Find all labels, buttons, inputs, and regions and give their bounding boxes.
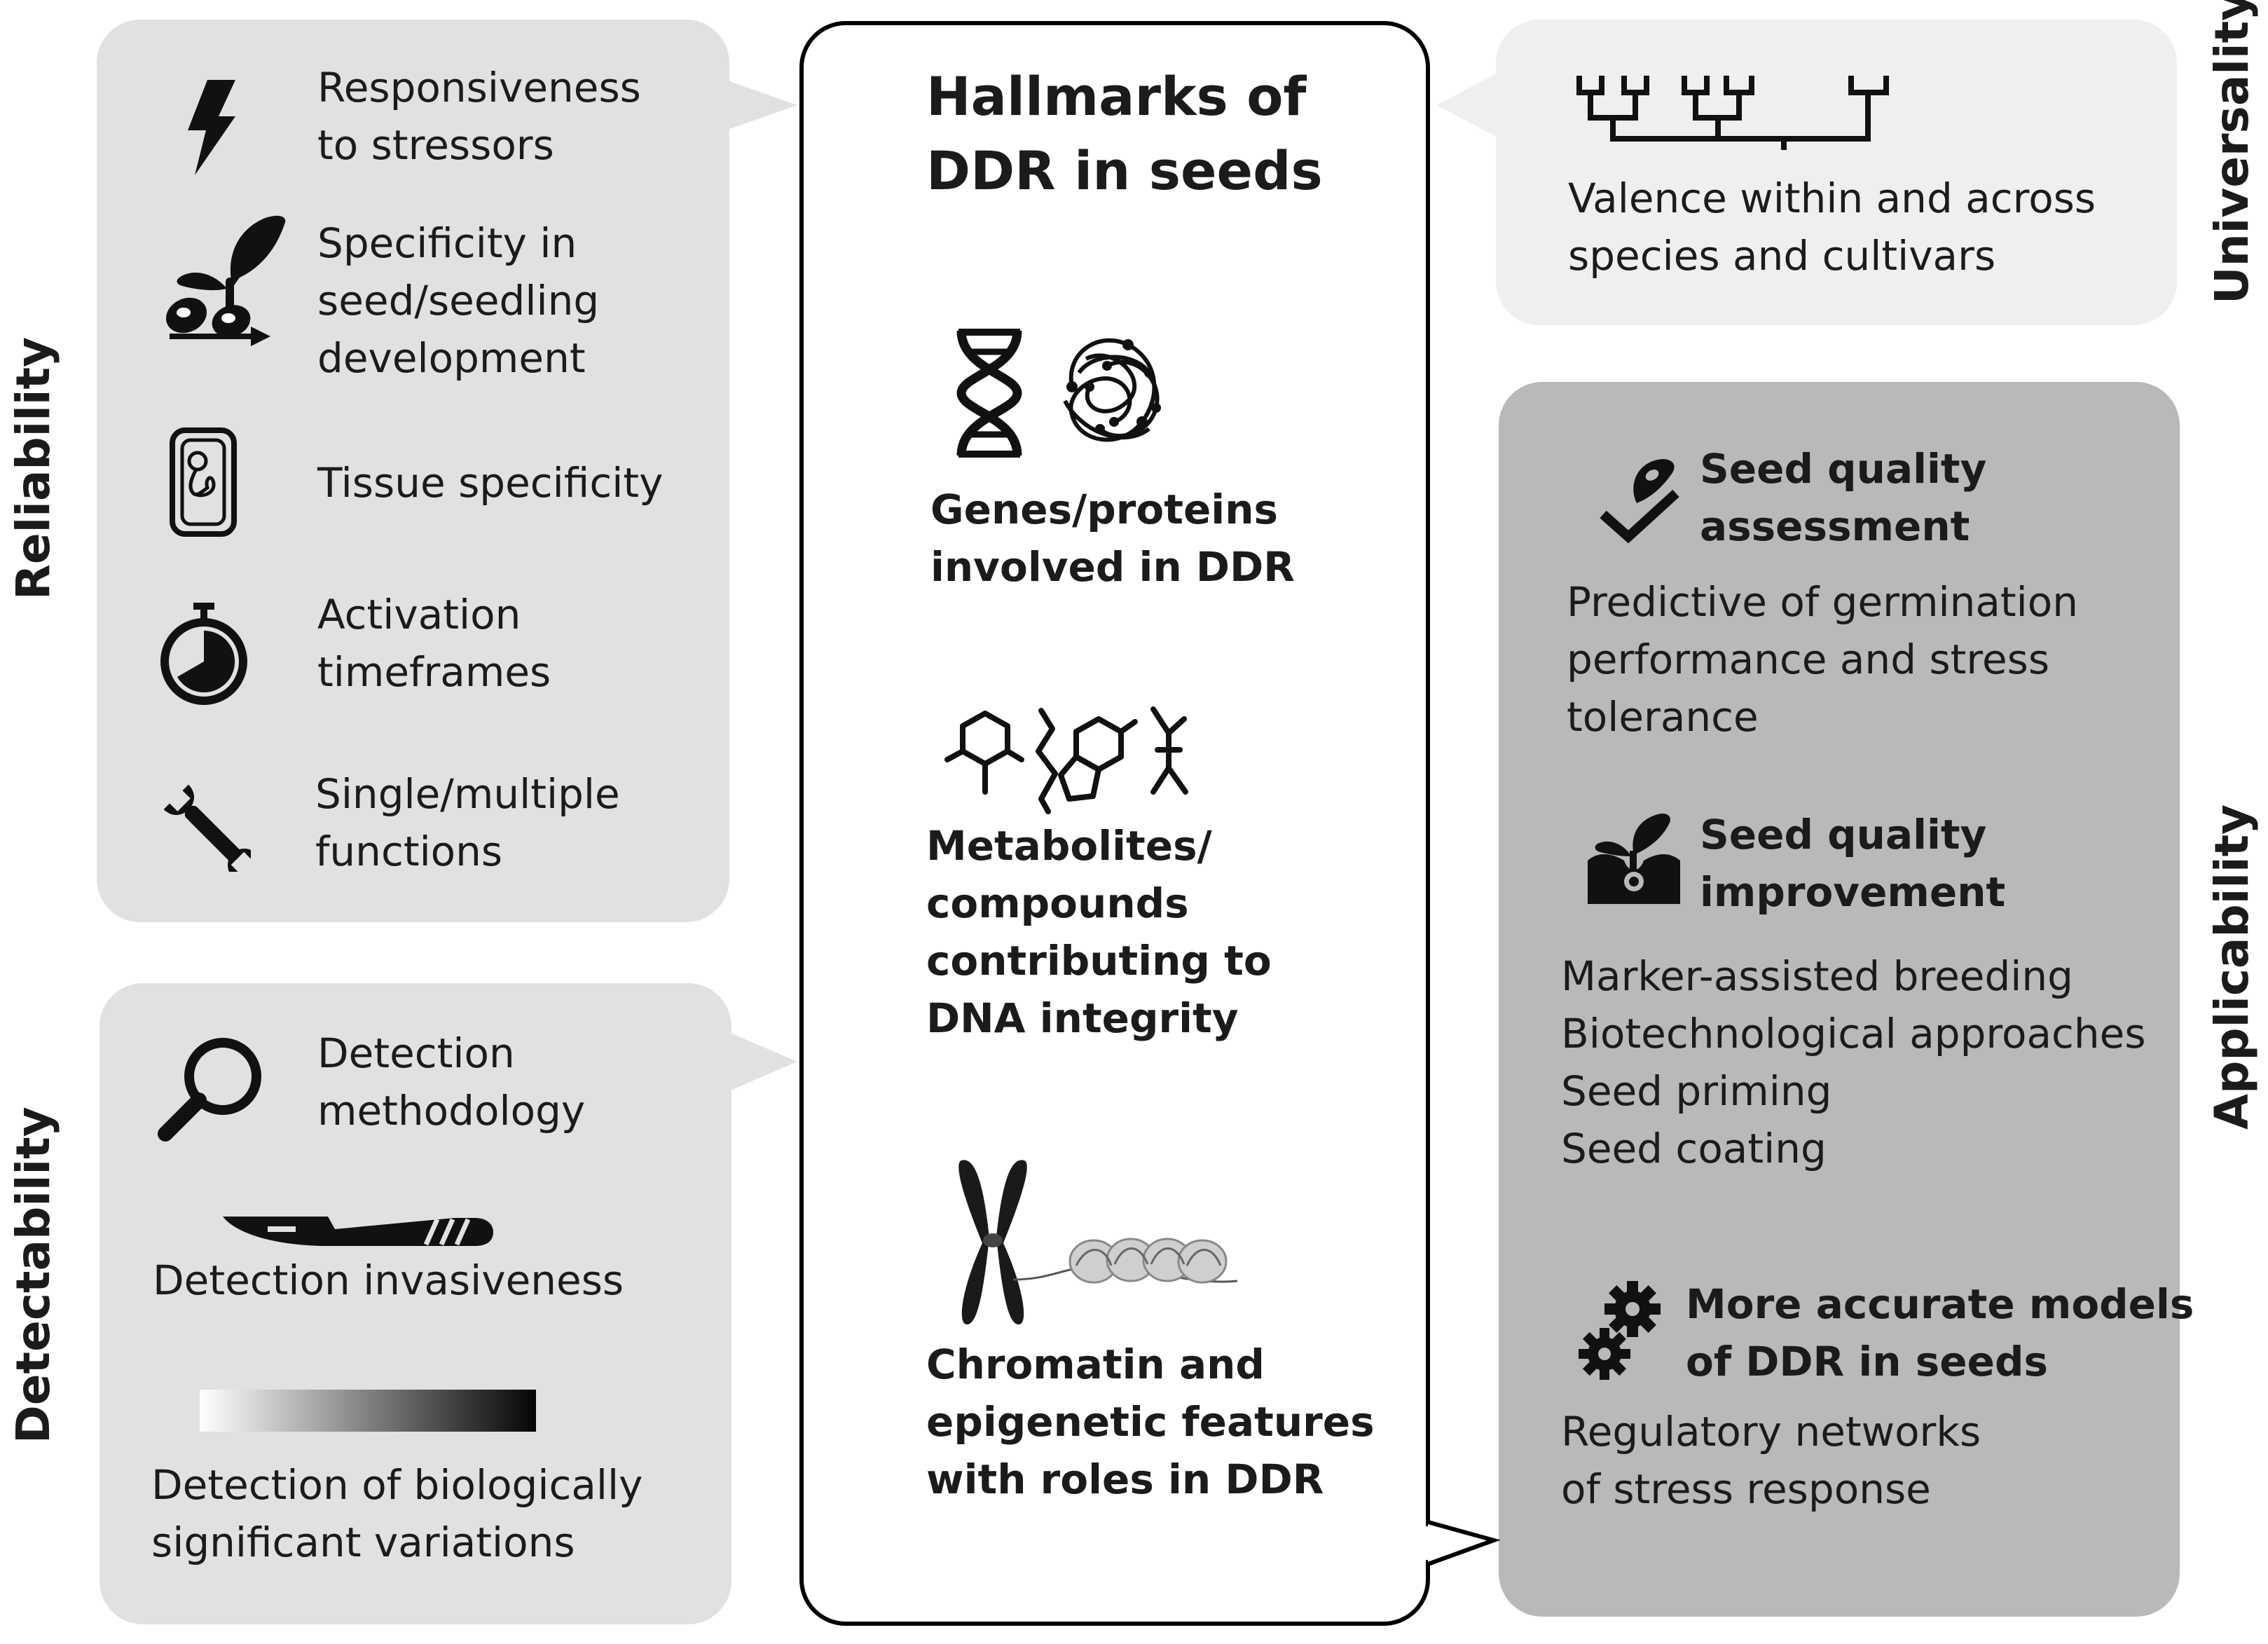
center-item-metabolites-line-3: contributing to	[926, 937, 1272, 985]
magnifier-icon	[158, 1038, 261, 1142]
applicability-item-1-heading-line-1: Seed quality	[1700, 445, 1987, 493]
detectability-item-2-line-1: Detection invasiveness	[153, 1256, 624, 1304]
gears-icon	[1579, 1281, 1661, 1380]
center-item-metabolites-line-2: compounds	[926, 879, 1189, 927]
center-title-line-2: DDR in seeds	[926, 139, 1323, 202]
sprout-soil-icon	[1588, 813, 1680, 904]
reliability-item-1-line-2: to stressors	[317, 121, 554, 169]
seed-check-icon	[1600, 459, 1679, 544]
reliability-item-4-line-1: Activation	[317, 591, 521, 638]
seedling-icon	[165, 215, 286, 346]
applicability-item-2-heading-line-2: improvement	[1700, 868, 2006, 916]
center-box-tail	[1427, 1520, 1501, 1566]
reliability-item-3-line-1: Tissue specificity	[317, 459, 664, 507]
reliability-item-1-line-1: Responsiveness	[317, 64, 641, 111]
center-item-genes-line-1: Genes/proteins	[930, 486, 1279, 533]
reliability-item-2-line-1: Specificity in	[317, 219, 577, 267]
applicability-item-2-heading-line-1: Seed quality	[1700, 811, 1987, 858]
center-item-chromatin-line-3: with roles in DDR	[926, 1455, 1324, 1503]
detectability-item-1-line-2: methodology	[317, 1087, 586, 1135]
metabolite-structures-icon	[944, 706, 1188, 814]
detectability-pointer	[724, 1030, 797, 1093]
applicability-item-2-line-3: Seed priming	[1561, 1067, 1832, 1115]
reliability-item-5-line-2: functions	[315, 828, 503, 875]
side-label-reliability: Reliability	[6, 336, 60, 600]
detectability-item-3-line-1: Detection of biologically	[151, 1461, 643, 1509]
hallmarks-box	[799, 21, 1430, 1626]
chromosome-icon	[958, 1160, 1027, 1324]
reliability-item-2-line-3: development	[317, 334, 586, 382]
nucleosome-icon	[1013, 1238, 1237, 1284]
side-label-universality: Universality	[2205, 0, 2259, 304]
reliability-item-2-line-2: seed/seedling	[317, 277, 600, 324]
center-title-line-1: Hallmarks of	[926, 65, 1307, 128]
center-item-metabolites-line-4: DNA integrity	[926, 994, 1239, 1042]
center-item-metabolites-line-1: Metabolites/	[926, 822, 1212, 870]
applicability-item-1-line-2: performance and stress	[1567, 636, 2050, 683]
applicability-item-1-line-3: tolerance	[1567, 693, 1759, 741]
applicability-panel	[1499, 382, 2180, 1617]
detectability-item-1-line-1: Detection	[317, 1029, 515, 1077]
reliability-item-5-line-1: Single/multiple	[315, 770, 620, 818]
detectability-item-3-line-2: significant variations	[151, 1519, 575, 1566]
protein-icon	[1063, 338, 1161, 442]
phylogenetic-tree-icon	[1576, 76, 1889, 150]
center-item-chromatin-line-1: Chromatin and	[926, 1341, 1265, 1388]
side-label-applicability: Applicability	[2205, 804, 2259, 1130]
universality-panel	[1496, 20, 2177, 325]
reliability-panel	[97, 20, 729, 922]
applicability-item-2-line-2: Biotechnological approaches	[1561, 1010, 2146, 1057]
reliability-pointer	[722, 78, 797, 132]
detectability-panel	[99, 983, 731, 1624]
universality-line-1: Valence within and across	[1568, 174, 2096, 222]
universality-line-2: species and cultivars	[1568, 232, 1996, 280]
gradient-bar-icon	[200, 1390, 536, 1432]
applicability-item-2-line-1: Marker-assisted breeding	[1561, 952, 2073, 1000]
center-item-genes-line-2: involved in DDR	[930, 543, 1295, 591]
lightning-icon	[188, 80, 235, 175]
side-label-detectability: Detectability	[6, 1107, 60, 1444]
wrench-icon	[163, 784, 251, 872]
applicability-item-3-line-2: of stress response	[1561, 1465, 1931, 1513]
scalpel-icon	[223, 1217, 493, 1246]
applicability-item-2-line-4: Seed coating	[1561, 1125, 1827, 1172]
seed-tissue-icon	[170, 427, 237, 537]
dna-icon	[956, 329, 1022, 458]
applicability-item-3-heading-line-2: of DDR in seeds	[1686, 1338, 2049, 1385]
applicability-item-1-heading-line-2: assessment	[1700, 502, 1970, 550]
applicability-item-3-line-1: Regulatory networks	[1561, 1408, 1981, 1455]
center-item-chromatin-line-2: epigenetic features	[926, 1398, 1375, 1446]
stopwatch-icon	[160, 603, 247, 705]
applicability-item-3-heading-line-1: More accurate models	[1686, 1280, 2194, 1328]
universality-pointer	[1436, 70, 1503, 140]
reliability-item-4-line-2: timeframes	[317, 648, 551, 696]
applicability-item-1-line-1: Predictive of germination	[1567, 578, 2079, 626]
